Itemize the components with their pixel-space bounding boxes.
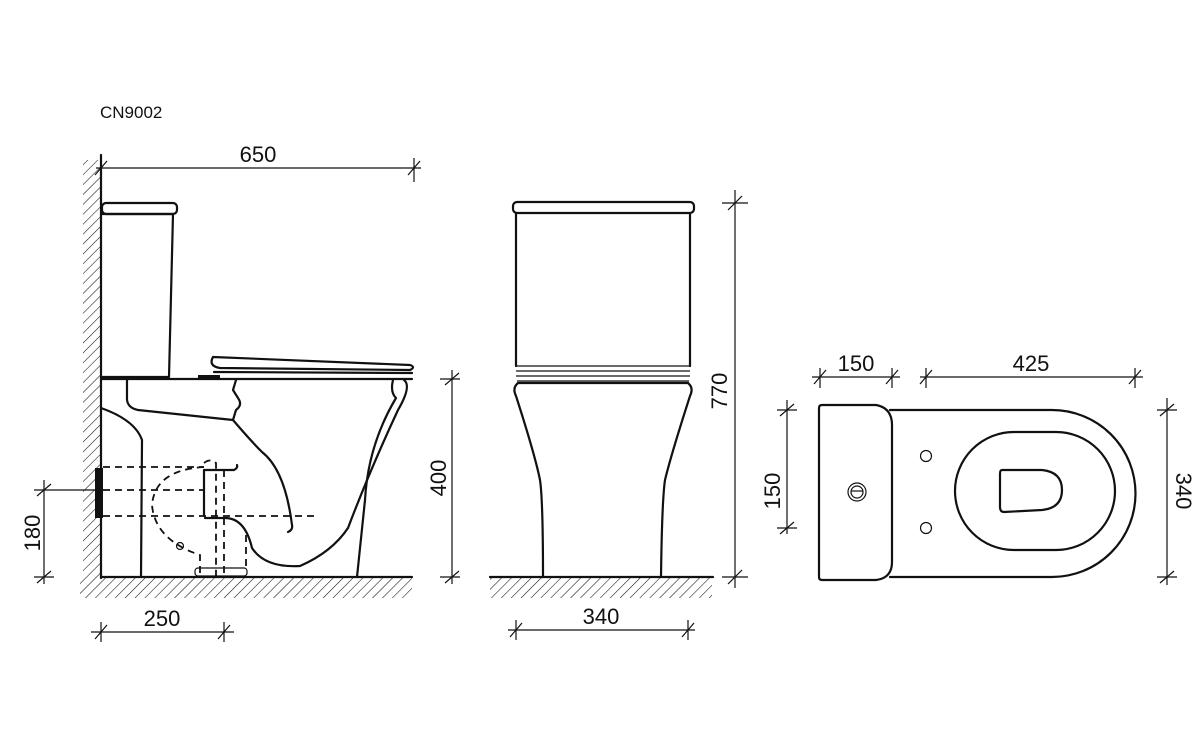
floor-flange [194, 567, 248, 577]
trapway-outline [125, 378, 242, 422]
tank-lid [100, 201, 179, 216]
seat-ring-top [953, 430, 1117, 552]
pedestal-front [513, 381, 693, 579]
dim-650: 650 [240, 142, 277, 167]
floor-hatch-front [490, 578, 712, 598]
floor-hatch [80, 578, 412, 598]
dim-340-front: 340 [583, 604, 620, 629]
trap-hidden-curve [151, 466, 205, 577]
bowl-back-outline [99, 406, 144, 579]
tank-body [100, 212, 175, 379]
bowl-opening [998, 468, 1064, 514]
outlet-lip [202, 463, 239, 472]
model-title: CN9002 [100, 103, 162, 122]
fixing-hole [175, 541, 185, 551]
vertical-outlet-hidden [203, 459, 247, 577]
bowl-foot-outline [355, 378, 398, 579]
bowl-front-outline [203, 378, 409, 568]
flush-button-icon [847, 482, 867, 502]
seat-fixing-hole [919, 449, 933, 463]
dim-150-side: 150 [760, 473, 785, 510]
seat-hinge [198, 375, 220, 379]
outlet-flange [95, 468, 103, 518]
tank-body-front [514, 211, 692, 368]
dim-150-top: 150 [838, 351, 875, 376]
seat-fixing-hole [919, 521, 933, 535]
dim-250: 250 [144, 606, 181, 631]
tank-lid-front [511, 200, 696, 215]
dim-340-top: 340 [1171, 473, 1196, 510]
tank-bands [516, 365, 690, 382]
dim-180: 180 [20, 515, 45, 552]
dim-400: 400 [426, 460, 451, 497]
tank-top [817, 403, 894, 582]
bowl-outline-top [888, 408, 1137, 579]
front-view: 770 340 [488, 190, 748, 640]
dim-770: 770 [707, 373, 732, 410]
seat-lid [210, 355, 415, 372]
top-view: 150 425 150 340 [760, 351, 1196, 585]
side-view: 650 400 180 250 [20, 142, 460, 642]
seat-ring [212, 370, 414, 375]
dim-425: 425 [1013, 351, 1050, 376]
bowl-inner-front [231, 418, 294, 534]
